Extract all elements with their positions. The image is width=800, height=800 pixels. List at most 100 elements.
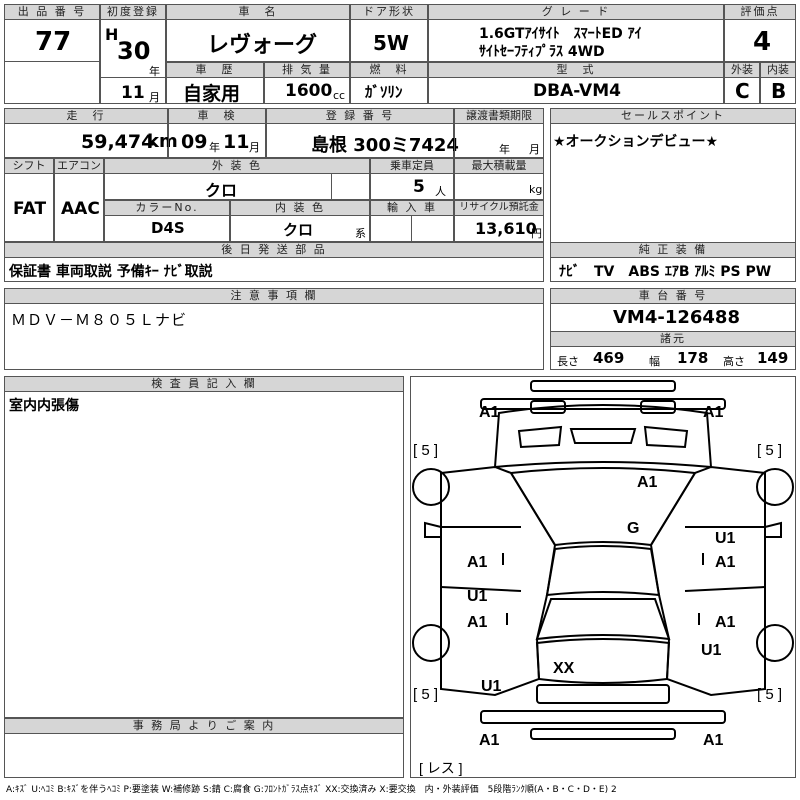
history-cell: 車 歴 自家用 [166, 62, 264, 105]
office-notice-cell: 事 務 局 よ り ご 案 内 [4, 718, 404, 778]
mark-right-front-door-upper: U1 [715, 530, 736, 547]
shift-label: シフト [5, 159, 53, 174]
max-load-cell: 最大積載量 kg [454, 158, 544, 200]
office-notice-label: 事 務 局 よ り ご 案 内 [5, 719, 403, 734]
recycle-cell: リサイクル預託金 13,610 円 [454, 200, 544, 242]
model-value: DBA-VM4 [533, 81, 621, 101]
insp-month-unit: 月 [249, 141, 260, 154]
mark-rear-bumper-left: A1 [479, 732, 500, 749]
capacity-cell: 乗車定員 5 人 [370, 158, 454, 200]
tire-right-rear-label: [ 5 ] [757, 686, 782, 703]
month-unit: 月 [149, 91, 160, 104]
legend-text: A:ｷｽﾞ U:ﾍｺﾐ B:ｷｽﾞを伴うﾍｺﾐ P:要塗装 W:補修跡 S:錆 … [6, 785, 617, 795]
height-value: 149 [757, 349, 789, 367]
notes-label: 注 意 事 項 欄 [5, 289, 543, 304]
notes-cell: 注 意 事 項 欄 ＭＤＶ－Ｍ８０５Ｌナビ [4, 288, 544, 370]
exterior-label: 外装 [725, 63, 759, 78]
color-value: クロ [205, 181, 238, 200]
door-cell: ドア形状 5W [350, 4, 428, 62]
rating-cell: 評価点 4 [724, 4, 796, 62]
interior-color-cell: 内 装 色 クロ 系 [230, 200, 370, 242]
tire-right-front-label: [ 5 ] [757, 442, 782, 459]
kg-unit: kg [529, 183, 543, 196]
chassis-label: 車 台 番 号 [551, 289, 795, 304]
car-diagram: [ 5 ] [ 5 ] [ 5 ] [ 5 ] [ レス ] A1 A1 A1 … [410, 376, 796, 778]
lot-no-cell: 出 品 番 号 77 [4, 4, 100, 104]
reg-year-value: 30 [117, 37, 151, 65]
history-value: 自家用 [183, 83, 241, 105]
color-no-cell: カラーNo. D4S [104, 200, 230, 242]
shift-value: FAT [13, 199, 47, 219]
interior-color-label: 内 装 色 [231, 201, 369, 216]
displacement-label: 排 気 量 [265, 63, 349, 78]
mark-roof-rear: XX [553, 660, 575, 677]
sales-point-cell: セールスポイント ★オークションデビュー★ [550, 108, 796, 258]
fuel-label: 燃 料 [351, 63, 427, 78]
aircon-label: エアコン [55, 159, 103, 174]
length-label: 長さ [557, 355, 579, 368]
max-load-label: 最大積載量 [455, 159, 543, 174]
mark-windshield: G [627, 520, 639, 537]
door-label: ドア形状 [351, 5, 427, 20]
deadline-cell: 譲渡書類期限 年 月 [454, 108, 544, 158]
sales-point-label: セールスポイント [551, 109, 795, 124]
car-diagram-svg: [ 5 ] [ 5 ] [ 5 ] [ 5 ] [ レス ] A1 A1 A1 … [412, 380, 794, 776]
recycle-value: 13,610 [475, 219, 537, 238]
car-name-value: レヴォーグ [207, 33, 318, 58]
color-cell: 外 装 色 クロ [104, 158, 370, 200]
plate-label: 登 録 番 号 [267, 109, 453, 124]
mark-left-rear-upper: U1 [467, 588, 488, 605]
later-items-label: 後 日 発 送 部 品 [5, 243, 543, 258]
color-no-value: D4S [151, 219, 185, 237]
mark-hood: A1 [637, 474, 658, 491]
equipment-value: ﾅﾋﾞ TV ABS ｴｱB ｱﾙﾐ PS PW [559, 264, 772, 280]
equipment-label: 純 正 装 備 [551, 243, 795, 258]
lot-no-value: 77 [35, 27, 72, 57]
inspection-cell: 車 検 09 年 11 月 [168, 108, 266, 158]
interior-color-value: クロ [283, 221, 314, 239]
recycle-label: リサイクル預託金 [455, 201, 543, 216]
color-label: 外 装 色 [105, 159, 369, 174]
deadline-year: 年 [499, 143, 510, 156]
mark-right-rear-fender: U1 [701, 642, 722, 659]
insp-year-unit: 年 [209, 141, 220, 154]
tire-left-rear-label: [ 5 ] [413, 686, 438, 703]
mark-front-bumper-left: A1 [479, 404, 500, 421]
insp-month-value: 11 [223, 131, 250, 153]
era-value: H [105, 25, 119, 44]
model-label: 型 式 [429, 63, 723, 78]
rating-label: 評価点 [725, 5, 795, 20]
km-unit: km [147, 131, 178, 152]
mileage-cell: 走 行 59,474 km [4, 108, 178, 158]
width-label: 幅 [649, 355, 660, 368]
mileage-label: 走 行 [5, 109, 167, 124]
height-label: 高さ [723, 355, 745, 368]
sales-point-value: ★オークションデビュー★ [553, 134, 719, 150]
chassis-value: VM4-126488 [613, 307, 740, 328]
grade-label: グ レ ー ド [429, 5, 723, 20]
insp-year-value: 09 [181, 131, 208, 153]
color-no-label: カラーNo. [105, 201, 229, 216]
mark-left-rear-door: A1 [467, 614, 488, 631]
model-cell: 型 式 DBA-VM4 [428, 62, 724, 104]
deadline-label: 譲渡書類期限 [455, 109, 543, 124]
exterior-cell: 外装 C [724, 62, 760, 104]
yen-unit: 円 [531, 227, 542, 240]
later-items-value: 保証書 車両取説 予備ｷｰ ﾅﾋﾞ取説 [9, 264, 213, 280]
first-reg-cell: 初度登録 H 30 年 11 月 [100, 4, 166, 104]
reg-month-value: 11 [121, 83, 145, 103]
car-name-cell: 車 名 レヴォーグ [166, 4, 350, 62]
width-value: 178 [677, 349, 709, 367]
grade-cell: グ レ ー ド 1.6GTｱｲｻｲﾄ ｽﾏｰﾄED ｱｲ ｻｲﾄｾｰﾌﾃｨﾌﾟﾗ… [428, 4, 724, 62]
fuel-value: ｶﾞｿﾘﾝ [365, 83, 403, 101]
inspector-notes-label: 検 査 員 記 入 欄 [5, 377, 403, 392]
mark-front-bumper-right: A1 [703, 404, 724, 421]
aircon-value: AAC [61, 199, 100, 219]
shift-cell: シフト FAT [4, 158, 54, 242]
inspector-notes-value: 室内内張傷 [9, 398, 79, 414]
grade-line1: 1.6GTｱｲｻｲﾄ ｽﾏｰﾄED ｱｲ [479, 26, 642, 42]
history-label: 車 歴 [167, 63, 263, 78]
rating-value: 4 [753, 27, 772, 57]
interior-label: 内装 [761, 63, 795, 78]
length-value: 469 [593, 349, 625, 367]
